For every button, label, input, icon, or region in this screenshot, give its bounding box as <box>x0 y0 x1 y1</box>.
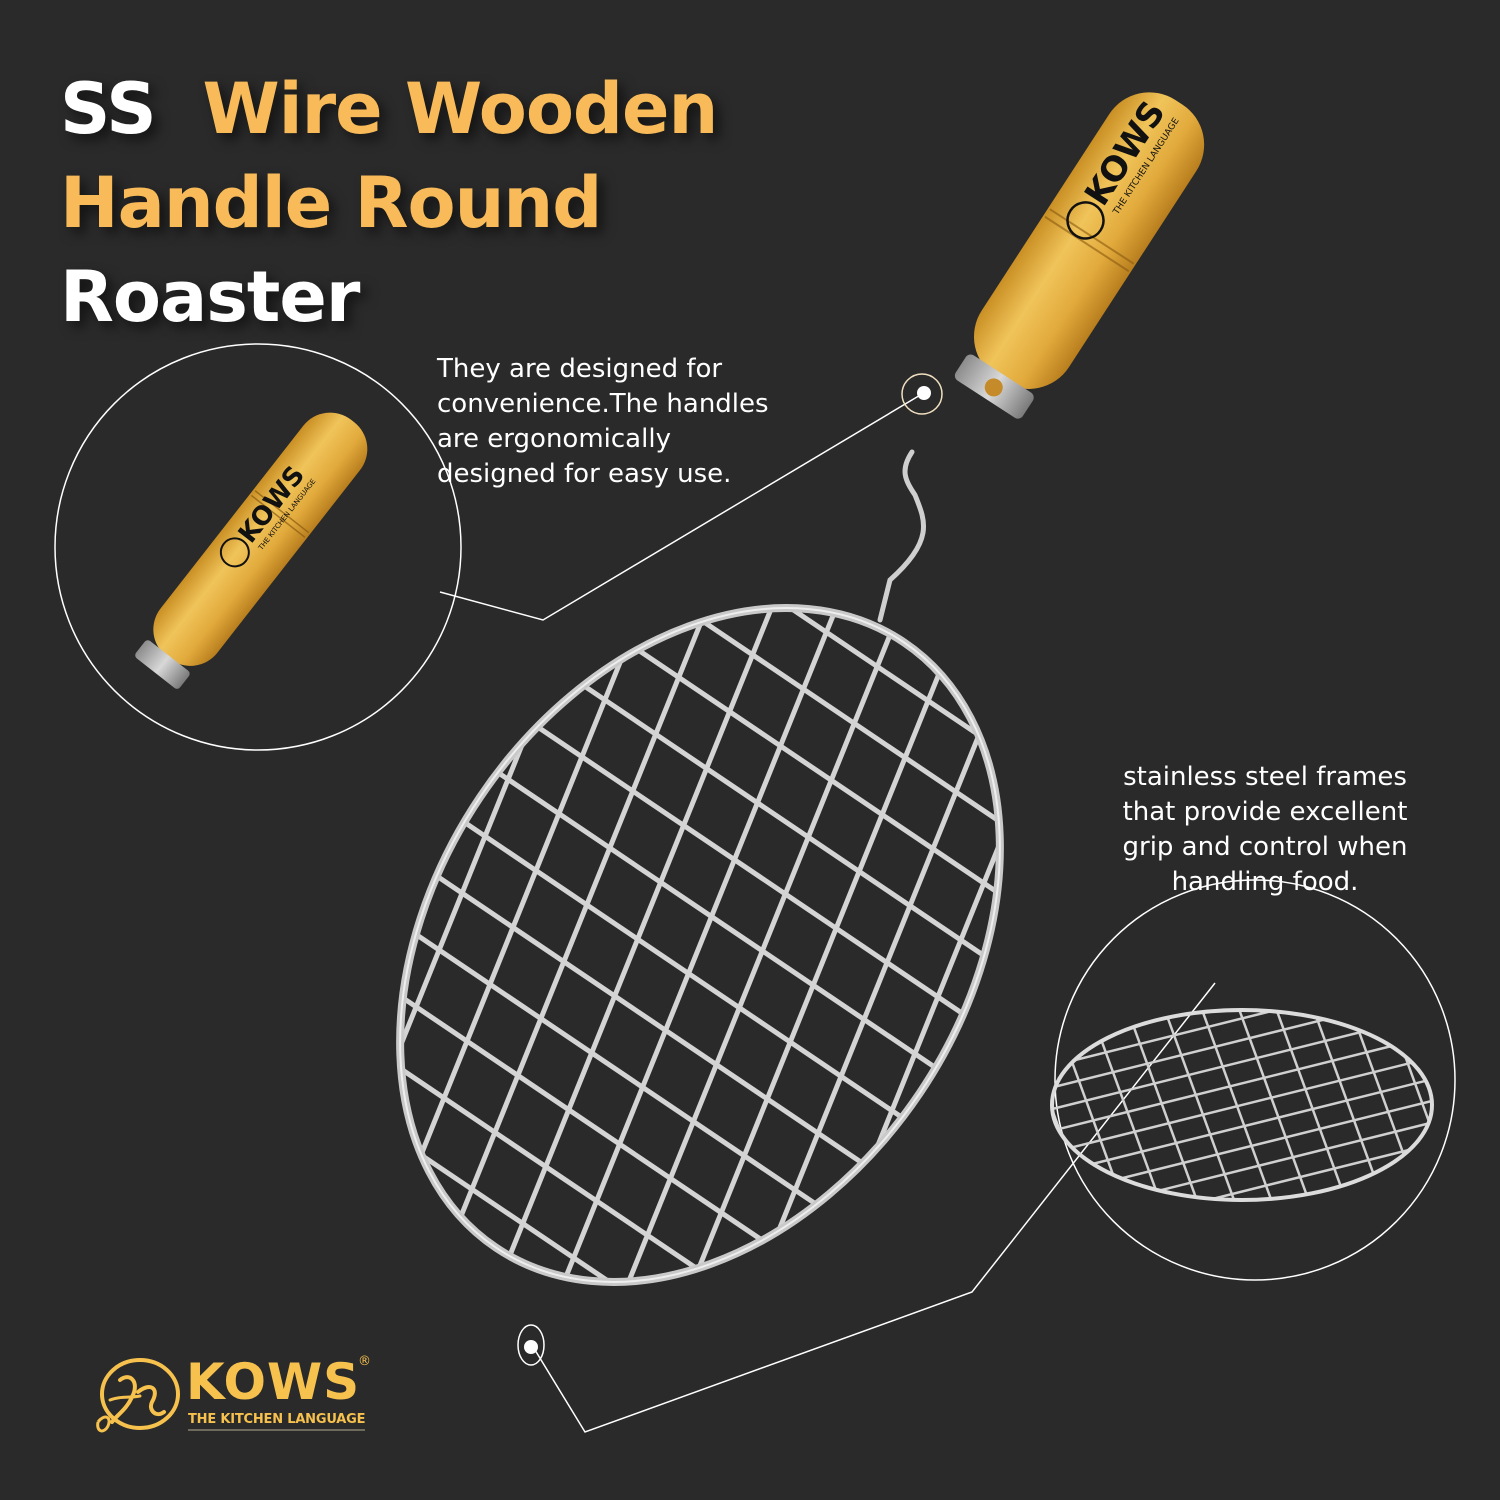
logo-monogram-icon <box>96 1358 180 1433</box>
handle-leader-line <box>439 393 923 621</box>
logo-tagline: THE KITCHEN LANGUAGE <box>188 1412 366 1431</box>
handle-callout-text: They are designed for convenience.The ha… <box>437 354 769 489</box>
title-line-1: SS Wire Wooden <box>60 62 718 156</box>
roaster-handle: KOWS THE KITCHEN LANGUAGE <box>954 92 1205 419</box>
logo-registered-mark: ® <box>358 1354 371 1369</box>
handle-callout-marker <box>901 373 943 415</box>
handle-detail-circle: KOWS THE KITCHEN LANGUAGE <box>54 343 462 751</box>
title-wire-wooden: Wire Wooden <box>202 68 718 150</box>
roaster-grid <box>276 494 1124 1396</box>
frame-callout-text: stainless steel frames that provide exce… <box>1122 762 1408 897</box>
title-line-2: Handle Round <box>60 162 602 244</box>
title-line-3: Roaster <box>60 256 360 338</box>
page-title: SS Wire Wooden Handle Round Roaster <box>60 62 718 344</box>
logo-brand-name: KOWS <box>186 1353 361 1411</box>
frame-detail-circle <box>1050 879 1456 1281</box>
frame-leader-line <box>534 982 1216 1433</box>
roaster-wire-stem <box>877 449 926 623</box>
brand-logo: KOWS ® THE KITCHEN LANGUAGE <box>90 1352 390 1442</box>
title-ss: SS <box>60 68 157 150</box>
